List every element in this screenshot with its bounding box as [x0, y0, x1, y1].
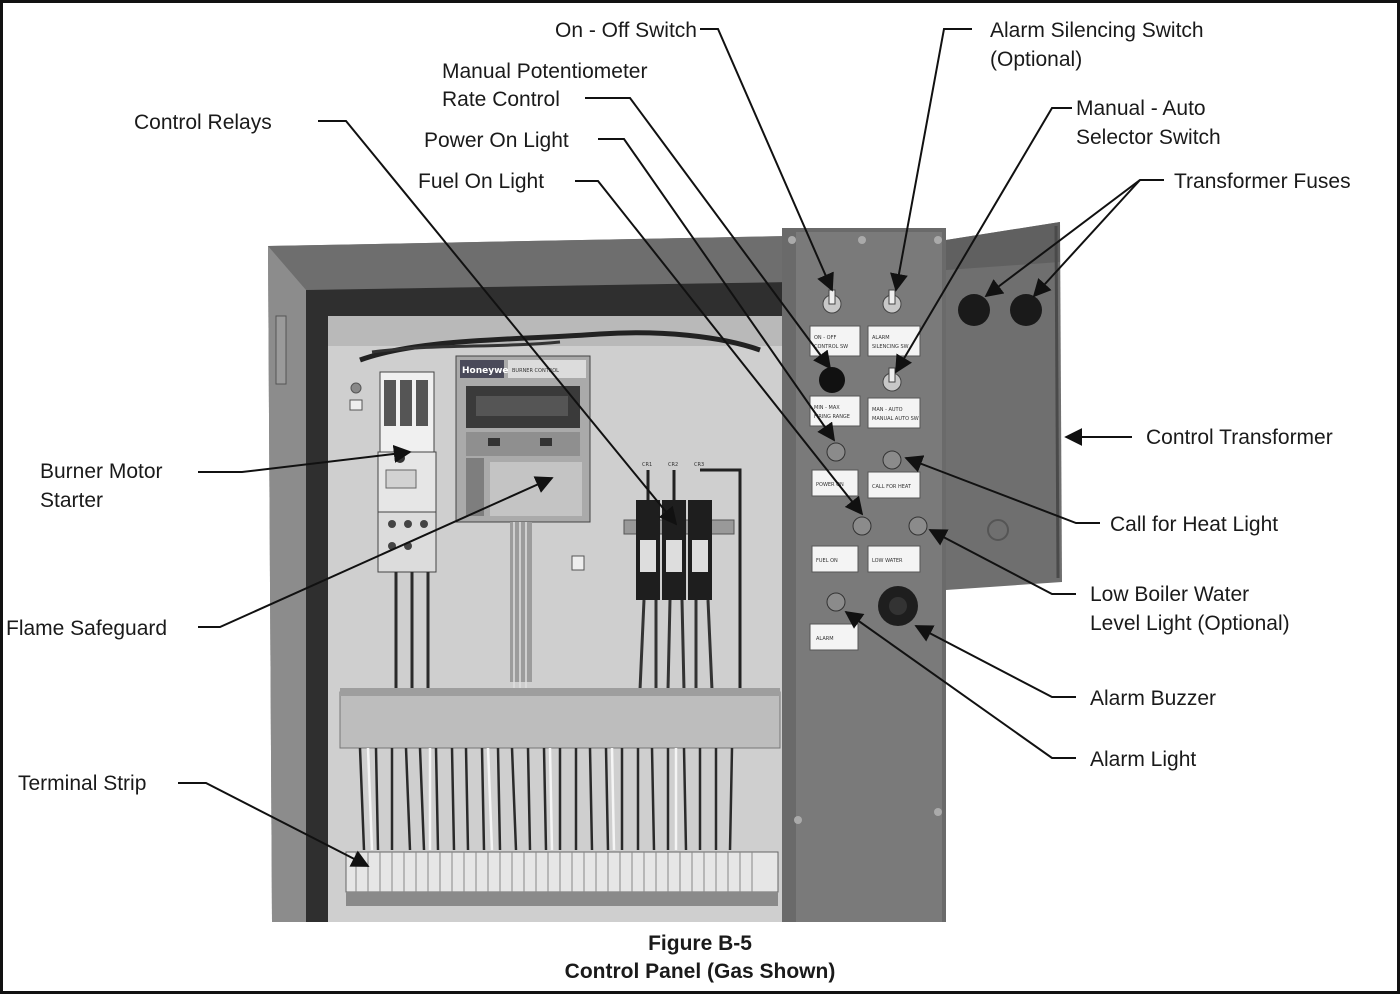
- label-manual-auto: Manual - Auto: [1076, 97, 1206, 120]
- leader-low-water: [928, 529, 1076, 595]
- plate-text: MANUAL AUTO SW: [872, 416, 919, 422]
- motor-starter: [349, 371, 437, 690]
- label-manual-potentiometer: Manual Potentiometer: [442, 60, 647, 83]
- figure-number: Figure B-5: [648, 932, 752, 955]
- label-transformer-fuses: Transformer Fuses: [1174, 170, 1351, 193]
- plate-text: MAN - AUTO: [872, 407, 903, 413]
- wire-bundle: [371, 340, 561, 354]
- label-call-for-heat-light: Call for Heat Light: [1110, 513, 1278, 536]
- leader-on-off: [700, 28, 834, 292]
- leader-manual-auto: [895, 107, 1072, 374]
- label-starter: Starter: [40, 489, 103, 512]
- wire-duct: [339, 691, 781, 749]
- label-control-relays: Control Relays: [134, 111, 272, 134]
- label-alarm-silencing-optional: (Optional): [990, 48, 1082, 71]
- wire-bundle: [359, 330, 761, 363]
- label-rate-control: Rate Control: [442, 88, 560, 111]
- label-terminal-strip: Terminal Strip: [18, 772, 146, 795]
- leader-fuel-on: [575, 180, 864, 516]
- plate-text: POWER ON: [816, 482, 844, 488]
- leader-alarm-buzzer: [914, 625, 1076, 698]
- plate-text: ALARM: [816, 636, 834, 642]
- plate-text: MIN - MAX: [814, 405, 840, 411]
- label-control-transformer: Control Transformer: [1146, 426, 1333, 449]
- leader-alarm-light: [844, 610, 1076, 759]
- label-level-light-optional: Level Light (Optional): [1090, 612, 1290, 635]
- leader-terminal-strip: [178, 782, 370, 867]
- ground-label: [571, 555, 585, 571]
- leader-manual-pot: [585, 97, 832, 370]
- label-alarm-light: Alarm Light: [1090, 748, 1196, 771]
- label-low-boiler-water: Low Boiler Water: [1090, 583, 1249, 606]
- callout-labels: On - Off Switch Alarm Silencing Switch (…: [6, 19, 1351, 795]
- label-alarm-silencing-switch: Alarm Silencing Switch: [990, 19, 1204, 42]
- label-fuel-on-light: Fuel On Light: [418, 170, 544, 193]
- terminal-strip-unit: [345, 851, 779, 906]
- plate-text: ON - OFF: [814, 335, 836, 341]
- label-on-off-switch: On - Off Switch: [555, 19, 697, 42]
- cabinet-left-side: [268, 246, 306, 922]
- leader-control-relays: [318, 120, 678, 526]
- plate-text: SILENCING SW: [872, 344, 909, 350]
- leader-call-for-heat: [904, 455, 1100, 524]
- plate-text: ALARM: [872, 335, 890, 341]
- relay-label-cr3: CR3: [694, 462, 704, 468]
- burner-control-label: BURNER CONTROL: [512, 368, 559, 374]
- leader-flame-safeguard: [198, 476, 554, 628]
- leader-burner-motor: [198, 444, 412, 473]
- leader-power-on: [598, 138, 836, 442]
- label-power-on-light: Power On Light: [424, 129, 569, 152]
- door-panel: ON - OFF CONTROL SW ALARM SILENCING SW M…: [782, 228, 946, 922]
- brand-label: Honeywell: [462, 366, 515, 376]
- plate-text: CALL FOR HEAT: [872, 484, 912, 490]
- label-flame-safeguard: Flame Safeguard: [6, 617, 167, 640]
- label-alarm-buzzer: Alarm Buzzer: [1090, 687, 1216, 710]
- label-selector-switch: Selector Switch: [1076, 126, 1221, 149]
- relay-label-cr1: CR1: [642, 462, 652, 468]
- lower-wiring: [358, 747, 734, 851]
- leader-lines: [178, 28, 1164, 867]
- hinge: [275, 315, 287, 385]
- leader-fuses-2: [1032, 179, 1141, 298]
- plate-text: CONTROL SW: [814, 344, 848, 350]
- label-burner-motor: Burner Motor: [40, 460, 163, 483]
- wire-duct-top: [340, 688, 780, 696]
- control-relays: CR1 CR2 CR3: [623, 462, 742, 691]
- relay-label-cr2: CR2: [668, 462, 678, 468]
- plate-text: LOW WATER: [872, 558, 903, 564]
- figure-title: Control Panel (Gas Shown): [565, 960, 836, 983]
- plate-text: FUEL ON: [816, 558, 838, 564]
- transformer-box: [946, 222, 1062, 590]
- control-panel-photo: Honeywell BURNER CONTROL CR1 CR2 CR3: [268, 222, 1062, 922]
- plate-text: FIRING RANGE: [814, 414, 850, 420]
- cabinet-top-lip: [268, 236, 790, 290]
- leader-alarm-silencing: [890, 28, 972, 292]
- flame-safeguard-unit: Honeywell BURNER CONTROL: [455, 355, 591, 690]
